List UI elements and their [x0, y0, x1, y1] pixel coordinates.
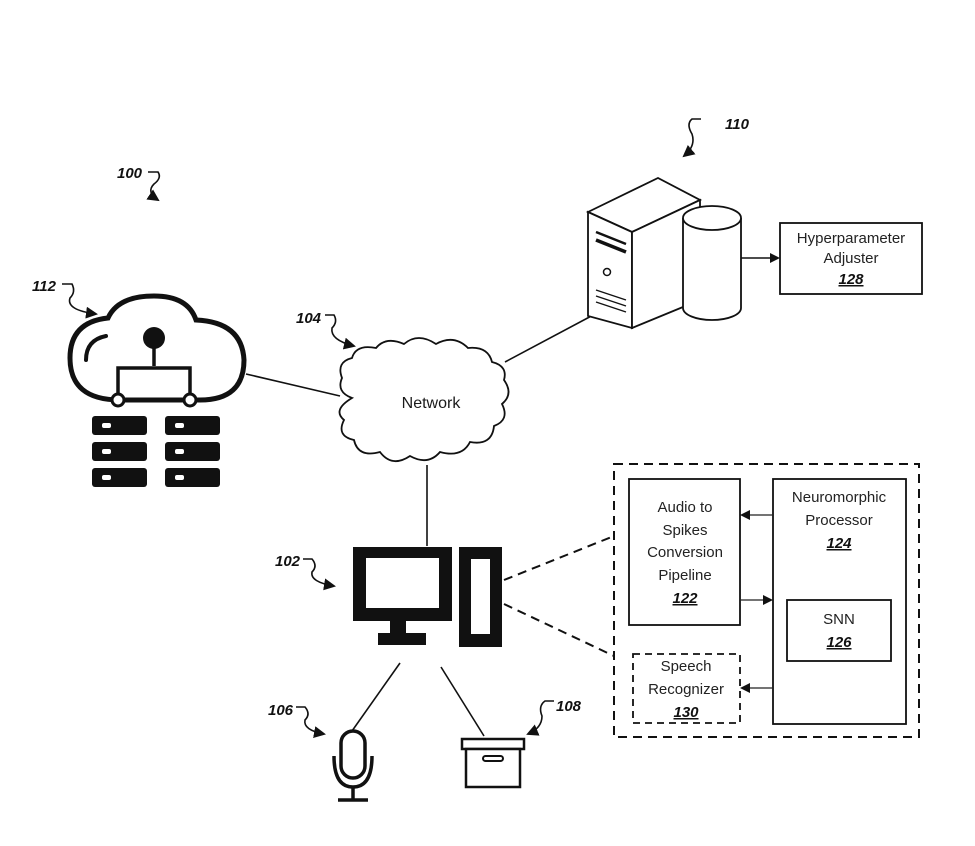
- ref-106-arrow: [296, 706, 326, 739]
- desktop-computer-icon: [353, 547, 502, 647]
- ref-106-text: 106: [268, 702, 294, 719]
- microphone-icon: [332, 729, 374, 802]
- ref-104-arrow: [325, 314, 356, 350]
- cloud-node-top: [143, 327, 165, 349]
- ref-110-arrow: [682, 118, 701, 158]
- speech-recognizer-ref: 130: [673, 704, 699, 721]
- ref-label-102: 102: [275, 553, 336, 591]
- ref-112-text: 112: [32, 278, 57, 295]
- ref-label-108: 108: [526, 698, 582, 736]
- snn-ref: 126: [826, 634, 852, 651]
- ref-108-arrow: [526, 700, 554, 736]
- audio-to-spikes-line2: Spikes: [662, 522, 707, 539]
- cloud-node-left: [110, 392, 126, 408]
- link-cloud-network: [245, 373, 341, 397]
- network-node: Network: [338, 337, 510, 462]
- hyperparameter-adjuster-line1: Hyperparameter: [797, 230, 905, 247]
- cloud-node-branch: [116, 366, 192, 400]
- ref-label-104: 104: [296, 310, 356, 350]
- ref-label-110: 110: [682, 116, 750, 158]
- audio-to-spikes-line3: Conversion: [647, 544, 723, 561]
- ref-102-arrow: [303, 558, 336, 591]
- callout-line-top: [503, 535, 615, 581]
- audio-to-spikes-line4: Pipeline: [658, 567, 711, 584]
- ref-108-text: 108: [556, 698, 582, 715]
- audio-to-spikes-ref: 122: [672, 590, 698, 607]
- cloud-highlight: [84, 334, 108, 362]
- ref-104-text: 104: [296, 310, 322, 327]
- callout-line-bottom: [503, 603, 615, 657]
- audio-to-spikes-box: Audio to Spikes Conversion Pipeline 122: [628, 478, 741, 626]
- network-label: Network: [402, 395, 462, 412]
- ref-label-112: 112: [32, 278, 98, 319]
- storage-box-icon: [460, 737, 526, 789]
- snn-label: SNN: [823, 611, 855, 628]
- system-expansion-border: [613, 463, 920, 738]
- audio-to-spikes-line1: Audio to: [657, 499, 712, 516]
- neuromorphic-processor-ref: 124: [826, 535, 852, 552]
- hyperparameter-adjuster-box: Hyperparameter Adjuster 128: [779, 222, 923, 295]
- cloud-node-right: [182, 392, 198, 408]
- link-network-server: [504, 312, 598, 363]
- database-cylinder-icon: [682, 205, 742, 321]
- hyperparameter-adjuster-line2: Adjuster: [823, 250, 878, 267]
- ref-112-arrow: [62, 283, 98, 319]
- cloud-icon: [338, 337, 510, 462]
- ref-102-text: 102: [275, 553, 301, 570]
- link-computer-mic: [351, 662, 401, 732]
- ref-100-text: 100: [117, 165, 143, 182]
- cloud-server-icon: [67, 293, 247, 487]
- ref-110-text: 110: [725, 116, 750, 133]
- ref-100-arrow: [146, 171, 161, 202]
- ref-label-106: 106: [268, 702, 326, 739]
- speech-recognizer-line1: Speech: [661, 658, 712, 675]
- hyperparameter-adjuster-ref: 128: [838, 271, 864, 288]
- speech-recognizer-box: Speech Recognizer 130: [632, 653, 741, 724]
- speech-recognizer-line2: Recognizer: [648, 681, 724, 698]
- link-computer-storage: [440, 666, 485, 737]
- neuromorphic-processor-line1: Neuromorphic: [792, 489, 887, 506]
- snn-box: SNN 126: [786, 599, 892, 662]
- server-rack-icon: [92, 416, 220, 487]
- ref-label-100: 100: [117, 165, 161, 202]
- neuromorphic-processor-line2: Processor: [805, 512, 873, 529]
